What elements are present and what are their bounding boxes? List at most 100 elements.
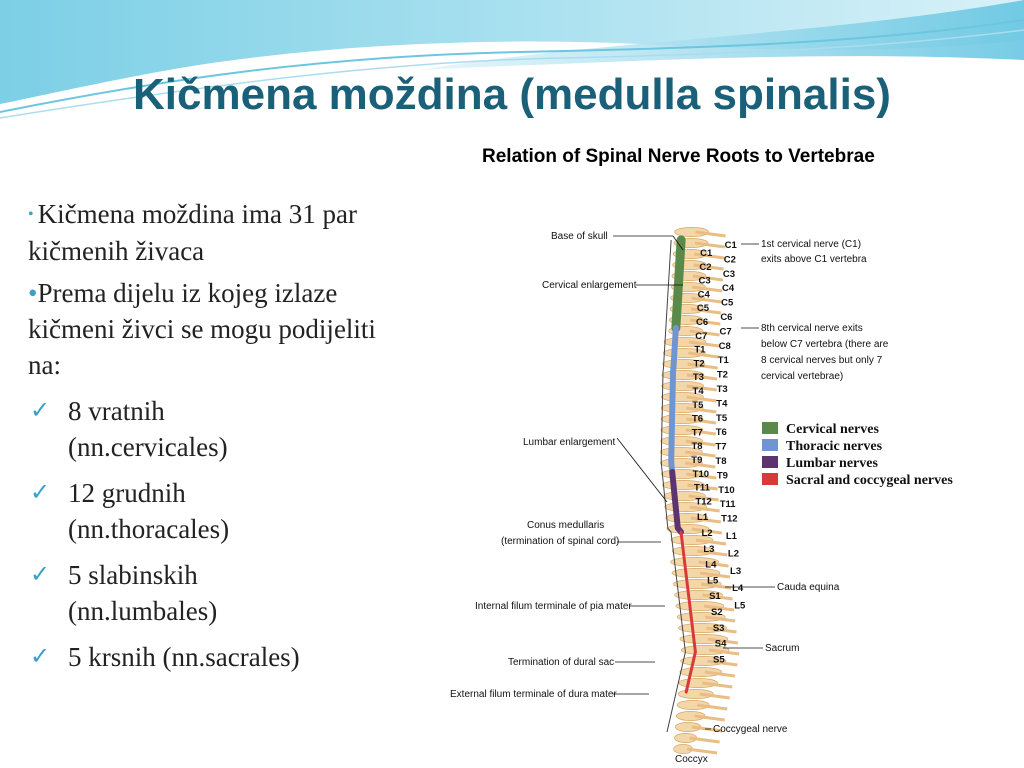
vertebra-label-left: C3 bbox=[699, 276, 711, 287]
cord-segment bbox=[671, 235, 686, 333]
spinous-process bbox=[688, 340, 720, 348]
spinous-process bbox=[702, 681, 733, 689]
vertebra-label-left: L1 bbox=[697, 512, 709, 523]
check-item: ✓ 12 grudnih (nn.thoracales) bbox=[28, 475, 398, 547]
vertebra bbox=[674, 227, 709, 237]
spinous-process bbox=[690, 516, 721, 524]
label-base-of-skull: Base of skull bbox=[551, 231, 608, 242]
vertebra-label-left: S5 bbox=[713, 654, 725, 665]
vertebra-label-right: L1 bbox=[726, 531, 738, 542]
spinous-process bbox=[707, 637, 739, 645]
spinous-process bbox=[695, 538, 727, 546]
check-text-line2: (nn.lumbales) bbox=[68, 596, 218, 626]
vertebra-label-left: T9 bbox=[691, 455, 702, 466]
spinous-process bbox=[685, 428, 717, 436]
spinous-process bbox=[699, 692, 730, 700]
vertebra-label-right: L4 bbox=[732, 583, 744, 594]
vertebra-label-left: C1 bbox=[700, 248, 713, 259]
vertebra-label-right: T7 bbox=[715, 442, 726, 453]
check-item: ✓ 8 vratnih (nn.cervicales) bbox=[28, 393, 398, 465]
spinous-process bbox=[686, 747, 718, 755]
vertebra bbox=[676, 700, 710, 710]
bullet-item: •Kičmena moždina ima 31 par kičmenih živ… bbox=[28, 196, 398, 269]
vertebra-label-left: T2 bbox=[694, 358, 705, 369]
label-dural-sac: Termination of dural sac bbox=[508, 657, 614, 668]
vertebra-label-left: T1 bbox=[694, 345, 706, 356]
spinal-cord bbox=[660, 235, 697, 733]
check-item: ✓ 5 krsnih (nn.sacrales) bbox=[28, 639, 398, 675]
spinous-process bbox=[685, 461, 716, 469]
spinous-process bbox=[697, 549, 728, 557]
spinous-process bbox=[690, 318, 721, 326]
spinous-process bbox=[706, 626, 737, 634]
spinous-process bbox=[694, 241, 726, 249]
check-text-line2: (nn.cervicales) bbox=[68, 432, 228, 462]
legend-swatch-thoracic bbox=[762, 439, 778, 451]
legend-label-cervical: Cervical nerves bbox=[786, 422, 879, 437]
vertebra-label-right: T10 bbox=[718, 485, 734, 496]
check-text-line1: 5 krsnih (nn.sacrales) bbox=[68, 642, 300, 672]
vertebra-label-left: T12 bbox=[695, 496, 711, 507]
spinous-process bbox=[707, 659, 738, 667]
check-text-line1: 5 slabinskih bbox=[68, 560, 198, 590]
spinous-process bbox=[693, 263, 724, 271]
spinous-process bbox=[689, 505, 720, 513]
vertebra-label-left: S3 bbox=[713, 623, 725, 634]
spinous-process bbox=[688, 494, 719, 502]
vertebra-label-right: T8 bbox=[715, 456, 726, 467]
spinous-process bbox=[702, 593, 733, 601]
spinous-process bbox=[688, 351, 719, 359]
vertebra-label-right: C3 bbox=[723, 269, 735, 280]
spinous-process bbox=[686, 472, 717, 480]
label-sacrum: Sacrum bbox=[765, 643, 799, 654]
legend-label-lumbar: Lumbar nerves bbox=[786, 456, 878, 471]
vertebra-label-right: L3 bbox=[730, 566, 741, 577]
label-cauda-equina: Cauda equina bbox=[777, 582, 840, 593]
vertebra-label-right: C5 bbox=[721, 298, 734, 309]
bullet-list: • Kičmena moždina ima 31 par kičmenih živ… bbox=[28, 196, 398, 685]
vertebra-label-left: T8 bbox=[691, 441, 702, 452]
legend-label-sacral: Sacral and coccygeal nerves bbox=[786, 473, 953, 488]
slide-title: Kičmena moždina (medulla spinalis) bbox=[133, 70, 891, 119]
check-item: ✓ 5 slabinskih (nn.lumbales) bbox=[28, 557, 398, 629]
spinous-process bbox=[695, 230, 726, 238]
label-conus-medullaris: Conus medullaris bbox=[527, 520, 604, 531]
vertebra-label-right: T1 bbox=[718, 355, 730, 366]
check-text-line1: 8 vratnih bbox=[68, 396, 165, 426]
vertebra-label-right: C1 bbox=[725, 240, 738, 251]
vertebra-label-right: C7 bbox=[719, 326, 731, 337]
note-c8-line3: 8 cervical nerves but only 7 bbox=[761, 355, 883, 366]
spinous-process bbox=[686, 373, 718, 381]
spinous-process bbox=[689, 736, 720, 744]
vertebra-label-right: T2 bbox=[717, 370, 728, 381]
vertebra-label-right: T11 bbox=[720, 499, 737, 510]
vertebra-label-right: T12 bbox=[721, 514, 737, 525]
left-annotations bbox=[613, 235, 684, 695]
legend: Cervical nerves Thoracic nerves Lumbar n… bbox=[762, 422, 953, 488]
vertebra-label-left: S2 bbox=[711, 607, 723, 618]
vertebra-label-left: C7 bbox=[695, 331, 707, 342]
spinous-process bbox=[687, 483, 718, 491]
spinous-process bbox=[692, 274, 724, 282]
vertebra-label-right: C6 bbox=[720, 312, 732, 323]
checkmark-icon: ✓ bbox=[30, 480, 51, 506]
vertebra-label-left: S4 bbox=[715, 639, 727, 650]
bullet-text: Kičmena moždina ima 31 par kičmenih živa… bbox=[28, 199, 357, 266]
spinous-process bbox=[697, 703, 728, 711]
bullet-icon: • bbox=[28, 278, 38, 308]
label-internal-filum: Internal filum terminale of pia mater bbox=[475, 601, 632, 612]
spinous-process bbox=[704, 670, 735, 678]
legend-swatch-lumbar bbox=[762, 456, 778, 468]
vertebra-label-right: T3 bbox=[717, 384, 728, 395]
spinous-process bbox=[685, 417, 717, 425]
note-c8-line1: 8th cervical nerve exits bbox=[761, 323, 863, 334]
checkmark-icon: ✓ bbox=[30, 562, 51, 588]
vertebra-label-right: C4 bbox=[722, 283, 735, 294]
vertebra-label-left: L5 bbox=[707, 575, 719, 586]
spinous-process bbox=[698, 560, 729, 568]
vertebra-label-left: S1 bbox=[709, 591, 721, 602]
vertebra-label-right: L5 bbox=[734, 601, 746, 612]
checkmark-icon: ✓ bbox=[30, 644, 51, 670]
vertebra-label-left: T11 bbox=[694, 483, 711, 494]
spinous-process bbox=[691, 296, 722, 304]
